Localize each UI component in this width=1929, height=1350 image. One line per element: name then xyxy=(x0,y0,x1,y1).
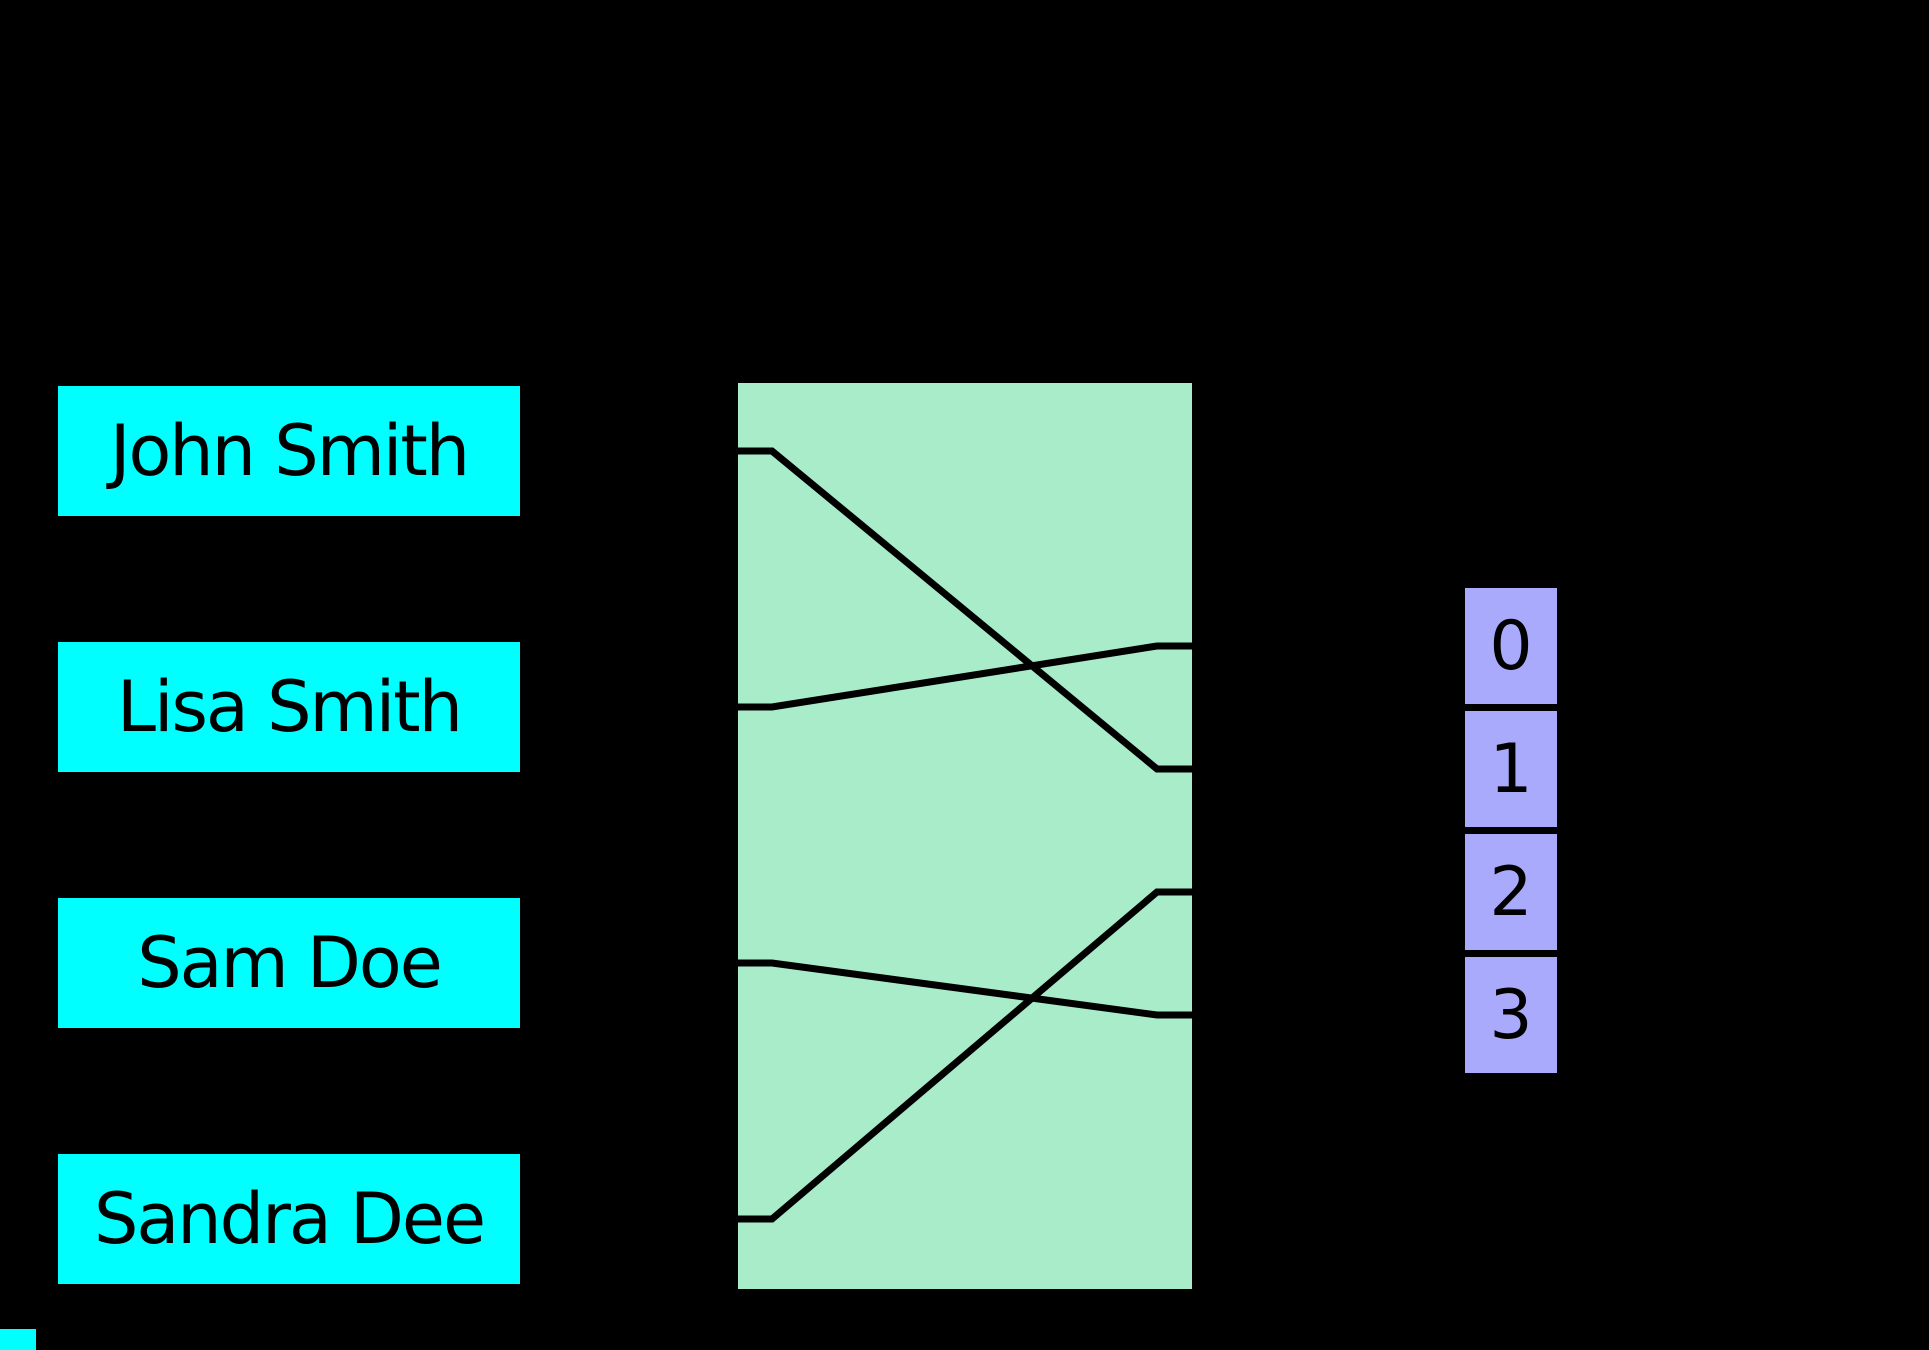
bucket-cell-1: 1 xyxy=(1465,711,1557,827)
key-box-3: Sandra Dee xyxy=(58,1154,520,1284)
bucket-cell-2: 2 xyxy=(1465,834,1557,950)
key-box-0: John Smith xyxy=(58,386,520,516)
connector-line-0 xyxy=(520,447,1465,773)
hash-function-box xyxy=(738,383,1192,1289)
key-box-1: Lisa Smith xyxy=(58,642,520,772)
connector-line-2 xyxy=(520,959,1465,1019)
bucket-cell-3: 3 xyxy=(1465,957,1557,1073)
connector-line-1 xyxy=(520,642,1465,711)
key-box-2: Sam Doe xyxy=(58,898,520,1028)
corner-artifact xyxy=(0,1329,36,1350)
bucket-cell-0: 0 xyxy=(1465,588,1557,704)
connector-line-3 xyxy=(520,888,1465,1223)
